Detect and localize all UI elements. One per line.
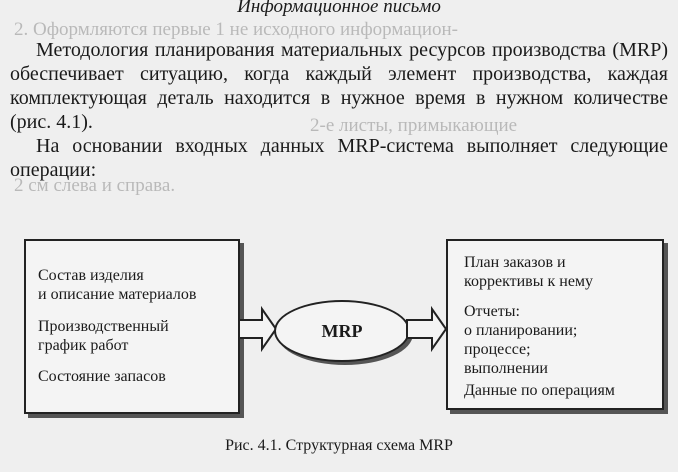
- arrow-out-icon: [406, 306, 448, 352]
- body-paragraph: Методология планирования материальных ре…: [10, 39, 668, 133]
- body-paragraph: На основании входных данных MRP-система …: [10, 135, 668, 181]
- arrow-in-icon: [238, 306, 278, 352]
- figure-caption: Рис. 4.1. Структурная схема MRP: [225, 437, 453, 454]
- input-item: Состояние запасов: [38, 368, 166, 385]
- output-item: Данные по операциям: [464, 382, 615, 399]
- input-item: Состав изделия и описание материалов: [38, 267, 197, 303]
- output-item: Отчеты: о планировании; процессе; выполн…: [464, 303, 578, 377]
- section-header: Информационное письмо: [237, 0, 441, 17]
- output-data-box: План заказов и коррективы к нему Отчеты:…: [446, 239, 664, 410]
- input-item: Производственный график работ: [38, 318, 169, 354]
- output-item: План заказов и коррективы к нему: [464, 254, 594, 290]
- input-data-box: Состав изделия и описание материалов Про…: [24, 239, 240, 414]
- mrp-node: MRP: [274, 300, 410, 362]
- bleed-through-text: 2. Оформляются первые 1 не исходного инф…: [14, 19, 459, 40]
- bleed-through-text: 2 см слева и справа.: [14, 175, 176, 196]
- bleed-through-text: 2-е листы, примыкающие: [310, 115, 518, 136]
